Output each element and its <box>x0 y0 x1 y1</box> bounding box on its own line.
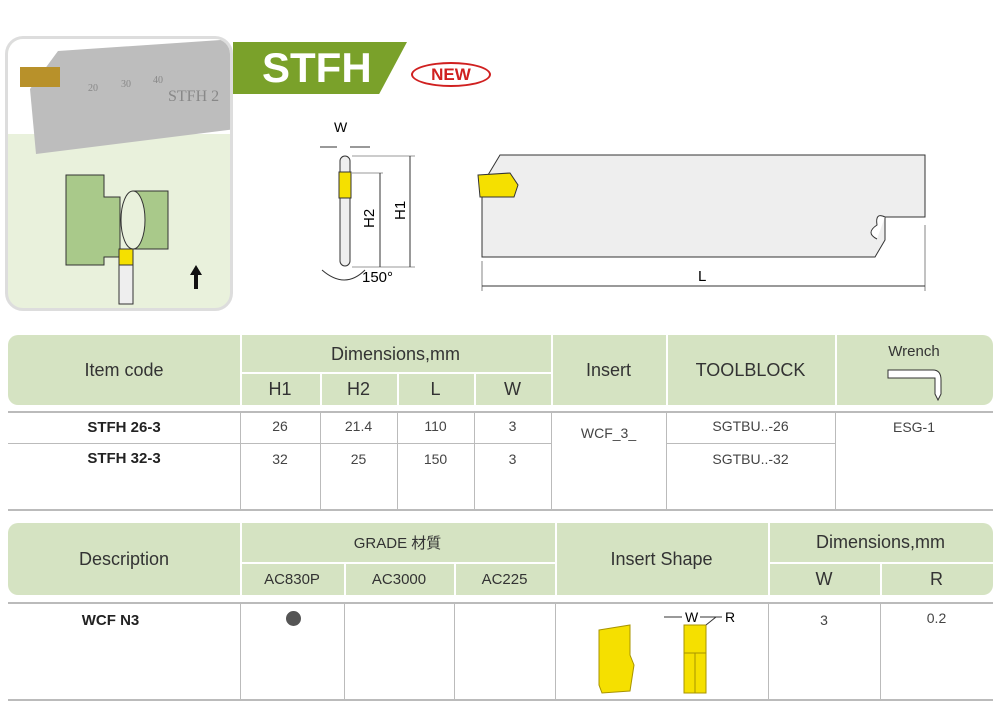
h1-value: 26 <box>272 418 288 434</box>
h2-value: 21.4 <box>344 418 373 434</box>
svg-text:STFH 2: STFH 2 <box>168 88 219 105</box>
l-value: 150 <box>423 451 448 467</box>
wrench-value: ESG-1 <box>892 419 935 435</box>
table2-header <box>8 523 993 595</box>
new-badge: NEW <box>411 62 491 87</box>
col-dimensions: Dimensions,mm <box>815 532 946 552</box>
svg-text:20: 20 <box>88 83 98 94</box>
col-h2: H2 <box>346 378 370 399</box>
col-w: W <box>815 568 833 589</box>
svg-text:W: W <box>685 609 699 625</box>
table1-header <box>8 335 993 405</box>
svg-text:W: W <box>334 119 348 135</box>
col-dimensions: Dimensions,mm <box>330 343 461 364</box>
product-photo-card: 20 30 40 STFH 2 <box>5 36 233 311</box>
w-value: 3 <box>820 612 828 628</box>
toolblock-value: SGTBU..-32 <box>712 451 789 467</box>
col-item-code: Item code <box>84 359 164 380</box>
svg-text:30: 30 <box>121 79 131 90</box>
page-title: STFH <box>262 44 372 91</box>
description-value: WCF N3 <box>81 611 140 629</box>
l-value: 110 <box>424 418 447 434</box>
col-insert-shape: Insert Shape <box>610 548 713 569</box>
col-toolblock: TOOLBLOCK <box>695 359 806 380</box>
col-grade: GRADE 材質 <box>353 535 442 552</box>
col-ac830p: AC830P <box>264 570 320 588</box>
h2-value: 25 <box>350 451 367 467</box>
col-ac225: AC225 <box>481 570 528 588</box>
insert-value: WCF_3_ <box>580 425 637 441</box>
toolblock-value: SGTBU..-26 <box>712 418 789 434</box>
svg-text:H1: H1 <box>392 201 409 220</box>
svg-text:40: 40 <box>153 75 163 86</box>
r-value: 0.2 <box>926 610 947 626</box>
col-insert: Insert <box>585 359 632 380</box>
col-h1: H1 <box>268 378 292 399</box>
col-r: R <box>930 568 943 589</box>
svg-text:150°: 150° <box>362 269 393 286</box>
svg-text:R: R <box>725 609 735 625</box>
arrow-up-icon <box>190 265 202 289</box>
col-wrench: Wrench <box>888 342 940 360</box>
col-l: L <box>430 378 441 399</box>
w-value: 3 <box>508 451 517 467</box>
h1-value: 32 <box>272 451 288 467</box>
grade-available-dot-icon <box>286 611 301 626</box>
insert-shape-diagram: W R <box>598 609 735 694</box>
product-illustration: 20 30 40 STFH 2 <box>8 39 230 305</box>
item-code: STFH 26-3 <box>87 419 161 436</box>
svg-text:H2: H2 <box>361 209 378 228</box>
title-banner <box>233 42 407 94</box>
item-code: STFH 32-3 <box>87 449 161 467</box>
top-view-diagram: L <box>477 154 926 291</box>
col-description: Description <box>78 548 170 569</box>
wrench-icon <box>887 369 942 402</box>
table1-body <box>8 411 993 511</box>
insert-tip <box>20 67 60 87</box>
w-value: 3 <box>508 418 517 434</box>
col-w: W <box>504 378 521 399</box>
svg-text:L: L <box>698 268 706 285</box>
table2-body <box>8 602 993 701</box>
side-view-diagram: W H2 H1 150° <box>320 119 415 286</box>
col-ac3000: AC3000 <box>371 570 427 588</box>
